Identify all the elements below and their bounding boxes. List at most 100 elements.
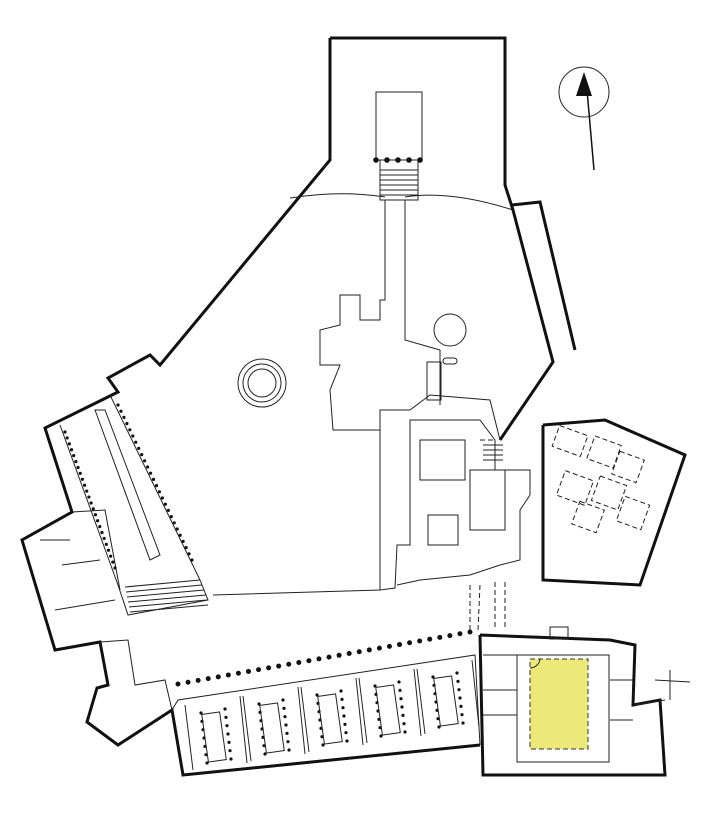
column-dot [459,704,463,708]
column-dot [341,706,345,710]
column-dot [169,515,173,519]
column-dot [225,724,229,728]
east-pavilion-rooms [551,424,651,534]
column-dot [346,651,352,657]
column-dot [399,697,403,701]
column-dot [85,489,89,493]
column-dot [400,705,404,709]
column-dot [178,533,182,537]
column-dot [431,675,435,679]
column-dot [106,548,111,552]
column-dot [235,670,241,676]
column-dot [190,558,194,562]
column-dot [172,521,176,525]
column-dot [373,157,379,163]
column-dot [306,658,312,664]
column-dot [417,157,423,163]
column-dot [316,656,322,662]
column-dot [175,527,179,531]
column-dot [281,698,285,702]
column-dot [276,663,282,669]
column-dot [63,430,67,434]
west-steps [124,579,209,613]
column-dot [93,513,98,517]
column-dot [467,629,473,635]
column-dot [227,740,231,744]
column-dot [437,634,443,640]
column-dot [137,446,141,450]
column-dot [181,539,185,544]
column-dot [285,731,289,735]
column-dot [215,674,221,680]
column-dot [96,519,100,523]
stoa-room [184,695,248,771]
column-dot [65,436,69,440]
column-dot [342,714,346,718]
column-dot [175,681,181,687]
column-dot [287,748,291,752]
colonnade-columns [63,157,473,765]
column-dot [91,507,95,511]
column-dot [376,645,382,651]
column-dot [134,440,138,444]
column-dot [366,647,372,653]
stoa-room [300,677,364,753]
column-dot [339,689,343,693]
column-dot [146,465,150,469]
highlighted-courtyard [529,658,589,750]
column-dot [256,667,262,673]
column-dot [100,530,104,535]
column-dot [283,715,287,719]
column-dot [321,743,325,747]
column-dot [119,409,123,413]
column-dot [373,684,377,688]
stoa-room [416,659,480,735]
column-dot [286,661,292,667]
column-dot [228,749,232,753]
column-dot [109,554,113,558]
column-dot [296,659,302,665]
column-dot [143,459,147,463]
column-dot [402,722,406,726]
stoa-room [242,686,306,762]
column-dot [397,680,401,684]
column-dot [343,722,347,726]
column-dot [417,638,423,644]
column-dot [74,459,78,464]
column-dot [229,757,233,761]
column-dot [401,713,405,717]
column-dot [163,502,167,506]
column-dot [386,643,392,649]
stoa-room [358,668,422,744]
column-dot [457,688,461,692]
court-building [478,626,691,777]
column-dot [225,672,231,678]
column-dot [154,484,159,488]
column-dot [257,702,261,706]
column-dot [356,649,362,655]
column-dot [184,546,188,550]
interior-walls [40,91,651,746]
column-dot [205,676,211,682]
column-dot [122,415,126,419]
column-dot [199,711,203,715]
column-dot [398,688,402,692]
column-dot [455,671,459,675]
column-dot [266,665,272,671]
column-dot [437,725,441,729]
column-dot [205,761,209,765]
column-dot [263,752,267,756]
column-dot [457,631,463,637]
column-dot [403,730,407,734]
column-dot [395,157,401,163]
column-dot [427,636,433,642]
column-dot [98,525,102,529]
column-dot [406,157,412,163]
column-dot [104,542,108,546]
column-dot [131,434,135,438]
column-dot [76,465,80,470]
column-dot [336,652,342,658]
column-dot [344,731,348,735]
column-dot [458,696,462,700]
column-dot [447,633,453,639]
